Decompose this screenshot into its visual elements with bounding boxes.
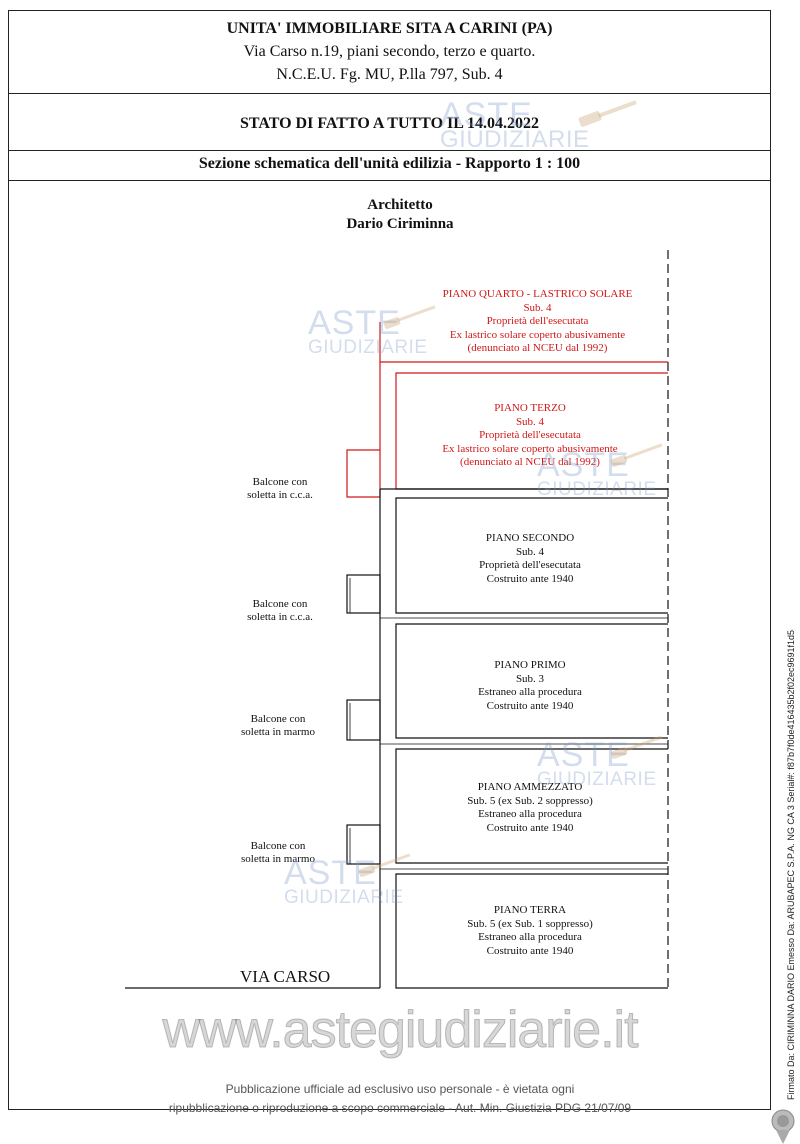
floor-name: PIANO QUARTO - LASTRICO SOLARE: [442, 288, 633, 300]
floor-detail: Estraneo alla procedura: [478, 686, 582, 698]
status-date: STATO DI FATTO A TUTTO IL 14.04.2022: [239, 115, 540, 132]
floor-label-secondo: PIANO SECONDO Sub. 4 Proprietà dell'esec…: [430, 532, 630, 586]
floor-label-terra: PIANO TERRA Sub. 5 (ex Sub. 1 soppresso)…: [420, 904, 640, 958]
unit-title: UNITA' IMMOBILIARE SITA A CARINI (PA): [226, 20, 553, 37]
header-divider-1: [8, 93, 771, 94]
gavel-icon: [383, 305, 436, 329]
section-title: Sezione schematica dell'unità edilizia -…: [198, 155, 581, 172]
balcony-text: Balcone con: [252, 476, 308, 488]
floor-detail: Sub. 4: [515, 545, 545, 558]
balcony-label-4: Balcone con soletta in marmo: [223, 840, 333, 866]
balcony-text: soletta in c.c.a.: [247, 489, 313, 501]
floor-detail: Sub. 5 (ex Sub. 1 soppresso): [467, 917, 593, 930]
floor-name: PIANO PRIMO: [494, 659, 566, 671]
balcony-4: [346, 824, 381, 865]
gavel-icon: [610, 735, 663, 759]
floor-name: PIANO AMMEZZATO: [477, 781, 583, 793]
floor-label-ammezzato: PIANO AMMEZZATO Sub. 5 (ex Sub. 2 soppre…: [420, 781, 640, 835]
balcony-text: Balcone con: [250, 713, 306, 725]
floor-detail: (denunciato al NCEU dal 1992): [460, 456, 600, 468]
balcony-text: soletta in marmo: [241, 853, 315, 865]
author-name: Dario Ciriminna: [346, 216, 454, 232]
floor-detail: Estraneo alla procedura: [478, 808, 582, 820]
street-label: VIA CARSO: [240, 967, 331, 986]
sheet-frame: [8, 10, 771, 1110]
floor-detail: Estraneo alla procedura: [478, 931, 582, 943]
floor-name: PIANO SECONDO: [485, 532, 575, 544]
watermark-site: www.astegiudiziarie.it: [162, 1001, 639, 1060]
balcony-text: soletta in c.c.a.: [247, 611, 313, 623]
floor-label-terzo: PIANO TERZO Sub. 4 Proprietà dell'esecut…: [410, 402, 650, 470]
balcony-3: [346, 699, 381, 741]
balcony-text: Balcone con: [252, 598, 308, 610]
balcony-label-3: Balcone con soletta in marmo: [223, 713, 333, 739]
footer-line-1: Pubblicazione ufficiale ad esclusivo uso…: [225, 1082, 575, 1096]
balcony-text: soletta in marmo: [241, 726, 315, 738]
floor-label-quarto: PIANO QUARTO - LASTRICO SOLARE Sub. 4 Pr…: [420, 288, 655, 356]
floor-label-primo: PIANO PRIMO Sub. 3 Estraneo alla procedu…: [430, 659, 630, 713]
balcony-label-2: Balcone con soletta in c.c.a.: [225, 598, 335, 624]
header-divider-3: [8, 180, 771, 181]
floor-detail: (denunciato al NCEU dal 1992): [467, 342, 608, 354]
floor-detail: Costruito ante 1940: [486, 572, 574, 585]
seal-icon: [771, 1109, 795, 1144]
floor-detail: Proprietà dell'esecutata: [479, 429, 581, 441]
floor-detail: Costruito ante 1940: [486, 944, 574, 957]
floor-detail: Sub. 3: [515, 672, 545, 685]
gavel-icon: [610, 443, 663, 467]
floor-name: PIANO TERRA: [493, 904, 567, 916]
floor-detail: Costruito ante 1940: [486, 699, 574, 712]
floor-detail: Ex lastrico solare coperto abusivamente: [442, 442, 618, 455]
gavel-icon: [578, 100, 637, 127]
floor-detail: Sub. 5 (ex Sub. 2 soppresso): [467, 794, 593, 807]
floor-name: PIANO TERZO: [494, 402, 566, 414]
floor-detail: Sub. 4: [523, 301, 552, 314]
author-role: Architetto: [367, 197, 433, 213]
floor-detail: Costruito ante 1940: [486, 821, 574, 834]
floor-detail: Sub. 4: [515, 415, 545, 428]
floor-detail: Ex lastrico solare coperto abusivamente: [449, 328, 626, 341]
unit-address: Via Carso n.19, piani secondo, terzo e q…: [243, 43, 536, 60]
balcony-2: [346, 574, 381, 614]
red-upper-floors: [346, 322, 668, 498]
footer-line-2: ripubblicazione o riproduzione a scopo c…: [168, 1101, 632, 1115]
digital-signature: Firmato Da: CIRIMINNA DARIO Emesso Da: A…: [786, 629, 796, 1100]
balcony-text: Balcone con: [250, 840, 306, 852]
balcony-label-1: Balcone con soletta in c.c.a.: [225, 476, 335, 502]
gavel-icon: [358, 853, 411, 877]
floor-detail: Proprietà dell'esecutata: [479, 559, 581, 571]
main-structure: [125, 488, 668, 989]
floor-detail: Proprietà dell'esecutata: [486, 315, 589, 327]
cadastral-reference: N.C.E.U. Fg. MU, P.lla 797, Sub. 4: [276, 66, 503, 83]
header-divider-2: [8, 150, 771, 151]
